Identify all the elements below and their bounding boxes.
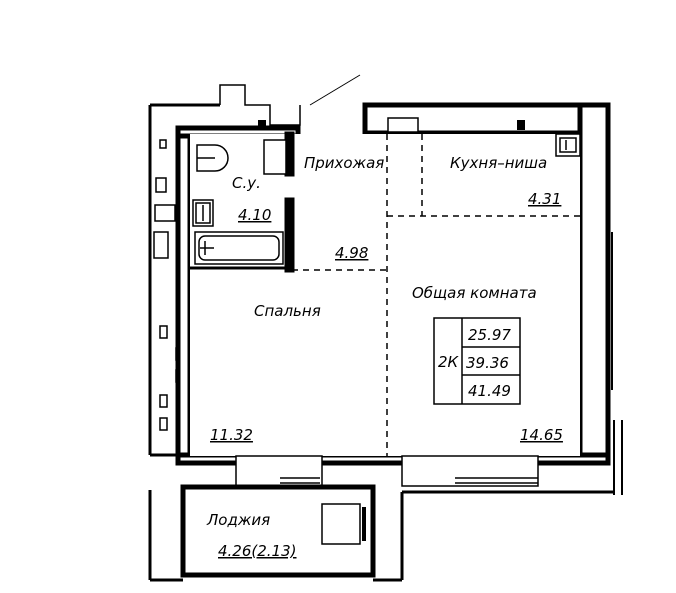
hallway-name: Прихожая bbox=[304, 154, 384, 172]
total-area-value: 39.36 bbox=[466, 354, 509, 372]
bathroom-fixtures bbox=[192, 139, 287, 265]
bathroom-area: 4.10 bbox=[238, 206, 271, 224]
entrance-wall bbox=[219, 74, 361, 130]
left-wall-details bbox=[148, 103, 220, 457]
living-area-value: 25.97 bbox=[468, 326, 511, 344]
kitchen-fixtures bbox=[387, 117, 581, 157]
loggia-name: Лоджия bbox=[206, 511, 270, 529]
windows bbox=[235, 455, 539, 487]
living-room-area: 14.65 bbox=[520, 426, 563, 444]
total-with-loggia-value: 41.49 bbox=[468, 382, 511, 400]
kitchen-niche-area: 4.31 bbox=[528, 190, 561, 208]
area-summary-table: 2К 25.97 39.36 41.49 bbox=[433, 317, 521, 405]
partitions bbox=[190, 131, 580, 456]
bathroom-name: С.у. bbox=[232, 174, 261, 192]
apartment-type: 2К bbox=[438, 353, 460, 371]
bedroom-area: 11.32 bbox=[210, 426, 253, 444]
kitchen-niche-name: Кухня–ниша bbox=[450, 154, 547, 172]
bedroom-name: Спальня bbox=[254, 302, 321, 320]
hallway-area: 4.98 bbox=[335, 244, 368, 262]
loggia-area: 4.26(2.13) bbox=[218, 542, 297, 560]
loggia bbox=[148, 484, 614, 582]
living-room-name: Общая комната bbox=[412, 284, 537, 302]
